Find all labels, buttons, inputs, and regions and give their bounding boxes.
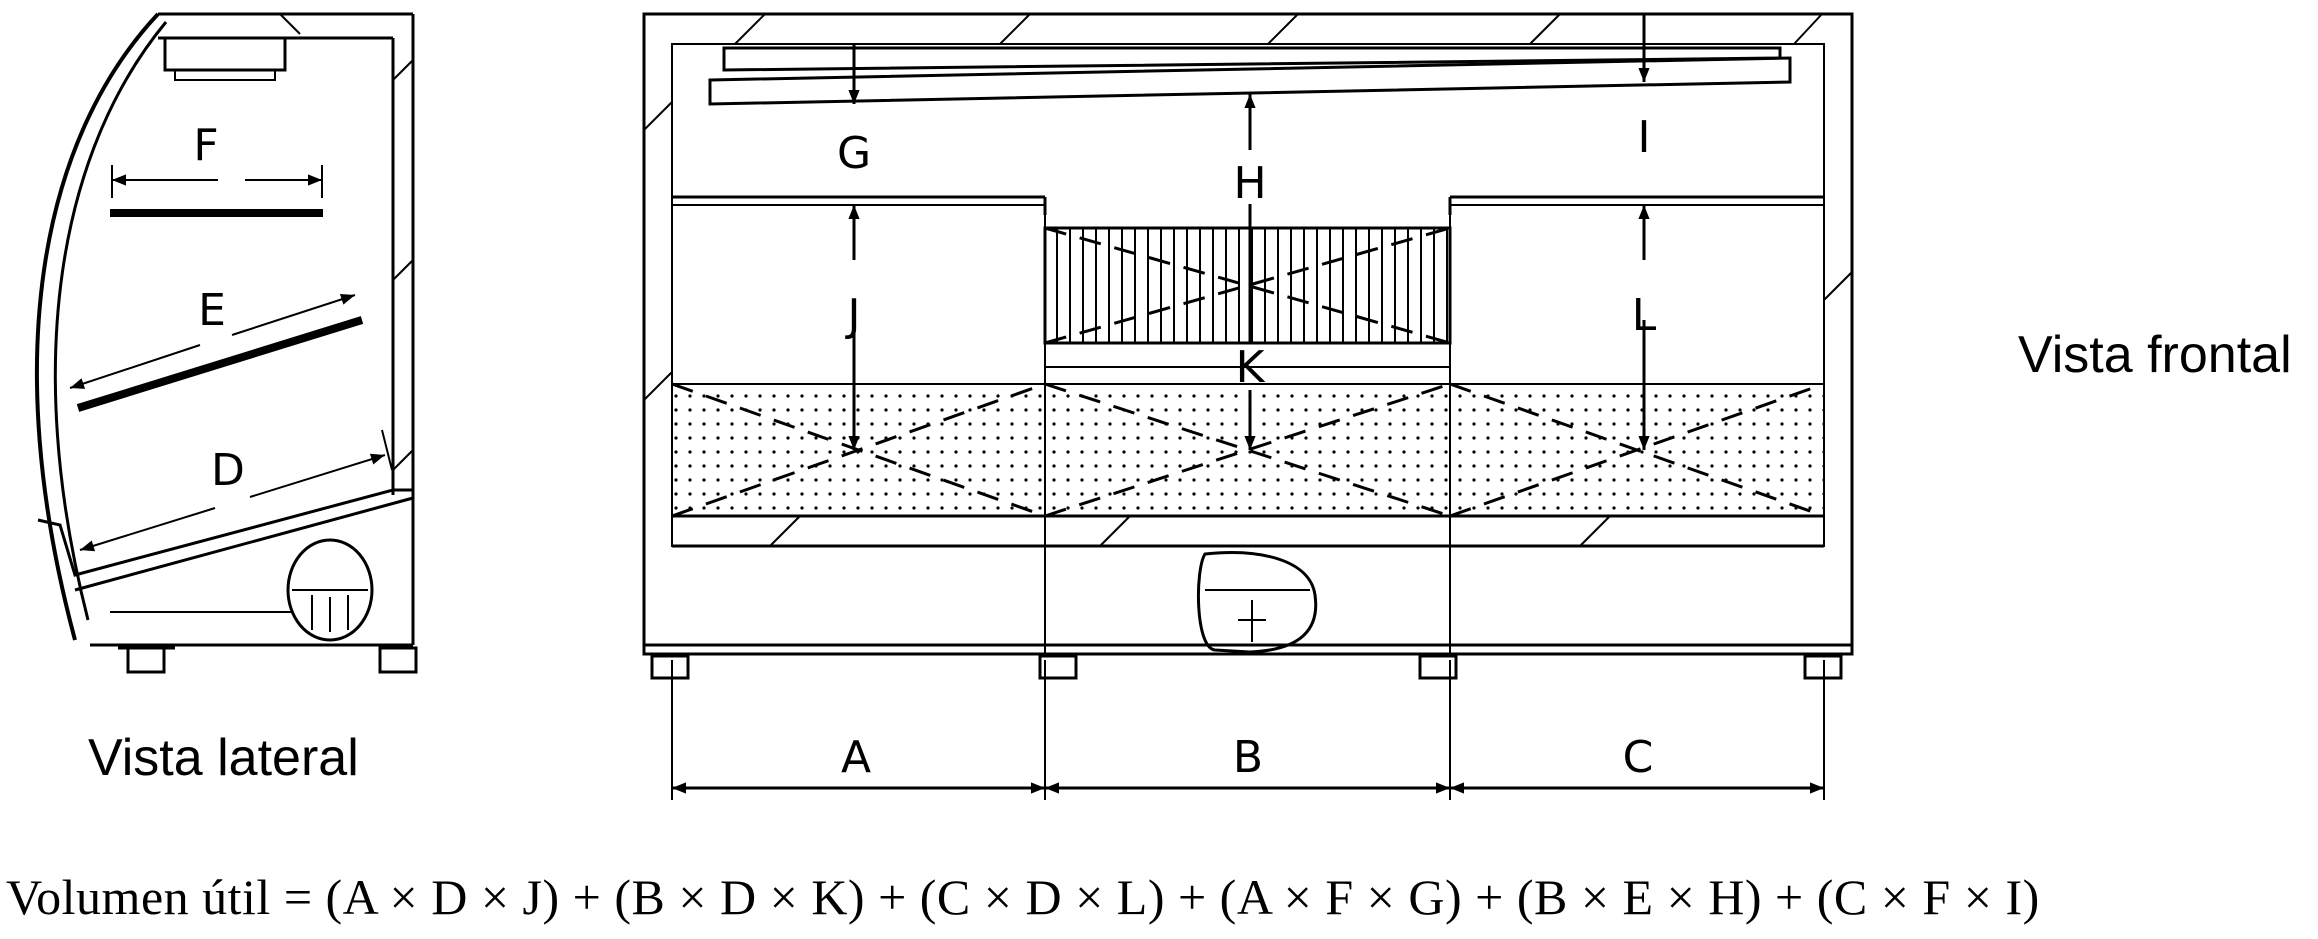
dim-label-I: I xyxy=(1638,112,1651,163)
dim-label-D: D xyxy=(211,445,245,496)
dim-label-C: C xyxy=(1623,732,1654,783)
side-view xyxy=(34,12,418,674)
dim-label-L: L xyxy=(1632,290,1657,341)
dim-label-F: F xyxy=(193,120,218,171)
volume-formula: Volumen útil = (A × D × J) + (B × D × K)… xyxy=(6,869,2040,925)
front-view-label: Vista frontal xyxy=(2018,326,2292,384)
front-view xyxy=(642,12,1854,680)
dim-label-A: A xyxy=(841,732,871,783)
dim-label-K: K xyxy=(1236,342,1266,393)
dim-label-E: E xyxy=(198,285,226,336)
grille-slats xyxy=(1056,228,1448,343)
horizontal-dimensions xyxy=(671,660,1825,800)
side-view-label: Vista lateral xyxy=(88,729,359,787)
vertical-dimensions xyxy=(848,14,1650,450)
dim-label-J: J xyxy=(845,290,861,341)
curved-glass xyxy=(34,12,160,641)
dim-label-H: H xyxy=(1233,158,1266,209)
dim-label-G: G xyxy=(837,128,871,179)
dim-label-B: B xyxy=(1233,732,1263,783)
dashed-diagonals xyxy=(671,226,1825,518)
